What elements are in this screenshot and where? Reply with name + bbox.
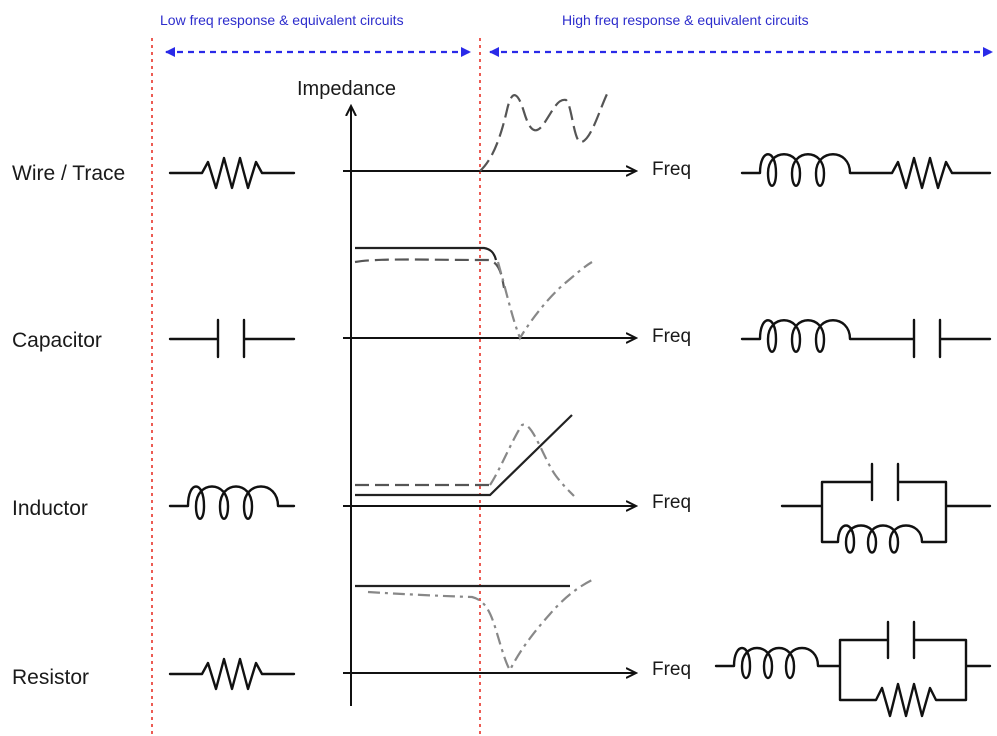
capacitor-resonance-curve <box>496 261 593 341</box>
resistor-highfreq-rlc-symbol <box>714 620 992 718</box>
high-freq-header: High freq response & equivalent circuits <box>562 12 809 28</box>
freq-label-resistor: Freq <box>652 659 691 680</box>
row-label-resistor: Resistor <box>12 666 89 689</box>
freq-label-wire: Freq <box>652 159 691 180</box>
freq-label-capacitor: Freq <box>652 326 691 347</box>
freq-label-inductor: Freq <box>652 492 691 513</box>
inductor-resonance-curve <box>489 423 575 497</box>
wire-highfreq-rl-symbol <box>740 153 992 190</box>
capacitor-highfreq-lc-symbol <box>740 318 992 359</box>
resistor-lowfreq-symbol <box>168 657 296 691</box>
impedance-axis-label: Impedance <box>297 78 396 100</box>
inductor-lowfreq-symbol <box>168 485 296 520</box>
resistor-resonance-curve <box>367 579 593 673</box>
row-label-capacitor: Capacitor <box>12 329 102 352</box>
row-label-wire-trace: Wire / Trace <box>12 162 125 185</box>
capacitor-solid-curve <box>355 246 498 261</box>
row-label-inductor: Inductor <box>12 497 88 520</box>
low-freq-header: Low freq response & equivalent circuits <box>160 12 404 28</box>
wire-lowfreq-resistor-symbol <box>168 156 296 190</box>
inductor-solid-curve <box>355 414 573 497</box>
wire-response-curve <box>479 91 609 172</box>
capacitor-dashed-curve <box>354 258 506 289</box>
capacitor-lowfreq-symbol <box>168 318 296 359</box>
inductor-highfreq-lc-parallel-symbol <box>780 462 992 554</box>
